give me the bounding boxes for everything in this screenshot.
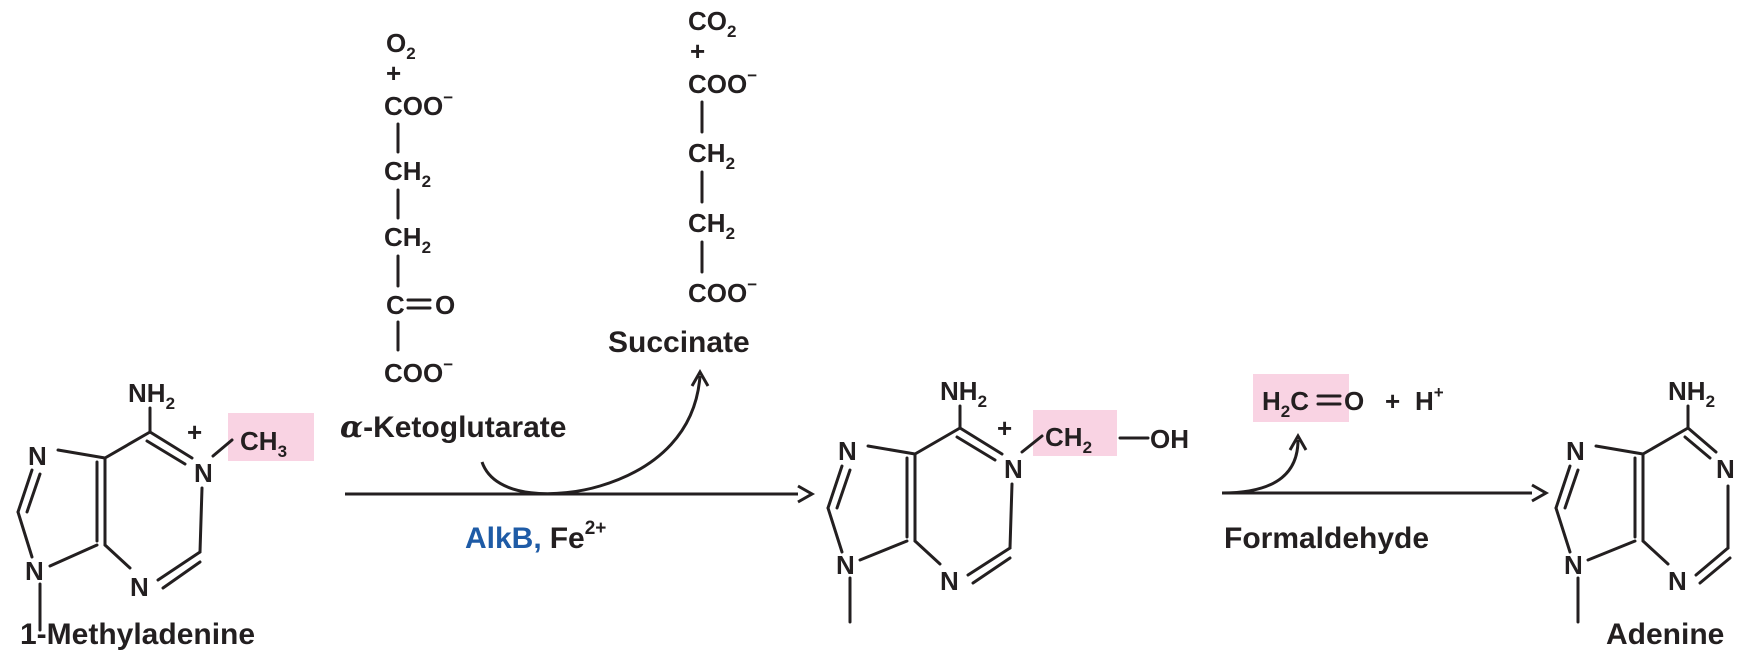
- svg-text:N: N: [1564, 550, 1583, 580]
- svg-text:N: N: [25, 556, 44, 586]
- svg-text:CH2: CH2: [384, 222, 431, 257]
- ch2-highlight: [1033, 410, 1117, 456]
- svg-text:NH2: NH2: [1668, 376, 1715, 411]
- reaction-arrow-2: [1221, 432, 1550, 503]
- svg-text:C: C: [386, 290, 405, 320]
- svg-text:N: N: [940, 566, 959, 596]
- enzyme-label: AlkB,Fe2+: [465, 518, 606, 555]
- svg-text:CH2: CH2: [384, 156, 431, 191]
- svg-text:CH2: CH2: [688, 138, 735, 173]
- svg-text:N: N: [130, 572, 149, 602]
- svg-text:N: N: [1668, 566, 1687, 596]
- svg-text:OH: OH: [1150, 424, 1189, 454]
- adenine-structure: NH2 N N N N: [1554, 376, 1735, 624]
- svg-text:O: O: [1344, 386, 1364, 416]
- svg-text:NH2: NH2: [128, 378, 175, 413]
- svg-text:N: N: [836, 550, 855, 580]
- svg-text:H+: H+: [1415, 383, 1444, 416]
- svg-text:COO−: COO−: [384, 88, 453, 121]
- h2c-highlight: [1253, 374, 1349, 422]
- svg-text:+: +: [386, 58, 401, 88]
- svg-text:COO−: COO−: [688, 66, 757, 99]
- svg-text:+: +: [997, 413, 1012, 443]
- svg-text:O: O: [435, 290, 455, 320]
- svg-text:+: +: [187, 417, 202, 447]
- svg-text:COO−: COO−: [384, 355, 453, 388]
- svg-text:COO−: COO−: [688, 275, 757, 308]
- svg-text:N: N: [1566, 436, 1585, 466]
- svg-text:CH2: CH2: [1045, 422, 1092, 457]
- ketoglutarate-label: α-Ketoglutarate: [340, 410, 566, 445]
- methyladenine-structure: NH2 N N N N + CH3: [16, 378, 314, 632]
- adenine-label: Adenine: [1606, 618, 1724, 651]
- succinate-label: Succinate: [608, 326, 750, 359]
- svg-text:+: +: [1385, 386, 1400, 416]
- svg-text:CH3: CH3: [240, 426, 287, 461]
- svg-text:N: N: [28, 441, 47, 471]
- hydroxymethyl-intermediate-structure: NH2 N N N N + CH2 OH: [826, 376, 1189, 624]
- succinate-structure: CO2 + COO− CH2 CH2 COO−: [688, 6, 757, 308]
- svg-text:CO2: CO2: [688, 6, 736, 41]
- formaldehyde-label: Formaldehyde: [1224, 522, 1429, 555]
- svg-text:N: N: [1716, 454, 1735, 484]
- methyladenine-label: 1-Methyladenine: [20, 618, 255, 651]
- ketoglutarate-structure: O2 + COO− CH2 CH2 C O COO−: [384, 28, 455, 388]
- svg-text:CH2: CH2: [688, 208, 735, 243]
- ch3-highlight: [228, 413, 314, 461]
- formaldehyde-structure: H2C O + H+: [1253, 374, 1444, 422]
- reaction-arrow-1: [345, 368, 816, 504]
- svg-text:NH2: NH2: [940, 376, 987, 411]
- svg-text:N: N: [838, 436, 857, 466]
- svg-text:O2: O2: [386, 28, 416, 63]
- svg-text:N: N: [1004, 454, 1023, 484]
- svg-text:N: N: [194, 458, 213, 488]
- svg-text:+: +: [690, 36, 705, 66]
- svg-text:H2C: H2C: [1262, 386, 1309, 421]
